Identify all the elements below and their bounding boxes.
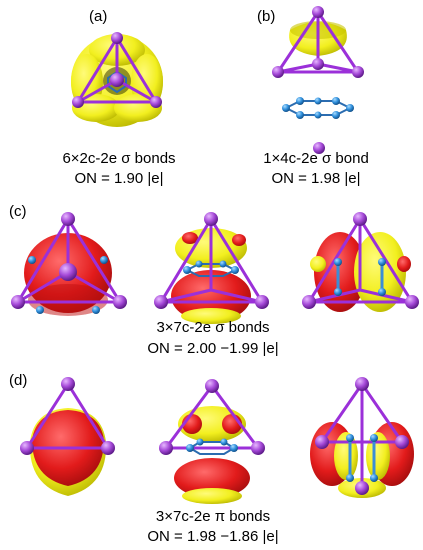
panel-b-caption-line1: 1×4c-2e σ bond <box>263 150 369 167</box>
panel-c-structure-1 <box>11 212 127 316</box>
panel-d-label: (d) <box>9 372 27 389</box>
panel-b-metal-frame <box>276 10 360 74</box>
panel-b-caption-line2: ON = 1.98 |e| <box>271 170 360 187</box>
panel-a-atoms <box>72 32 162 108</box>
panel-a-caption-line1: 6×2c-2e σ bonds <box>62 150 175 167</box>
panel-c-caption-line1: 3×7c-2e σ bonds <box>156 319 269 336</box>
panel-c-caption-line2: ON = 2.00 −1.99 |e| <box>147 340 278 357</box>
panel-c-structure-2 <box>154 212 269 324</box>
panel-a-caption-line2: ON = 1.90 |e| <box>74 170 163 187</box>
panel-c: (c) <box>9 203 419 357</box>
panel-d-caption-line1: 3×7c-2e π bonds <box>156 508 270 525</box>
panel-d-caption-line2: ON = 1.98 −1.86 |e| <box>147 528 278 545</box>
panel-d-structure-1 <box>20 377 115 496</box>
panel-c-label: (c) <box>9 203 27 220</box>
panel-c-structure-3 <box>302 212 419 312</box>
panel-b-metal-atoms <box>272 6 364 78</box>
panel-d-structure-2 <box>159 379 265 504</box>
panel-a: (a) 6×2c-2e σ bonds ON = 1.90 |e| <box>62 8 175 187</box>
panel-b: (b) <box>257 6 369 187</box>
panel-b-bottom-atom <box>313 142 325 154</box>
panel-b-ring <box>282 97 354 119</box>
panel-d: (d) <box>9 372 414 545</box>
panel-b-label: (b) <box>257 8 275 25</box>
panel-a-label: (a) <box>89 8 107 25</box>
panel-d-structure-3 <box>310 377 414 498</box>
